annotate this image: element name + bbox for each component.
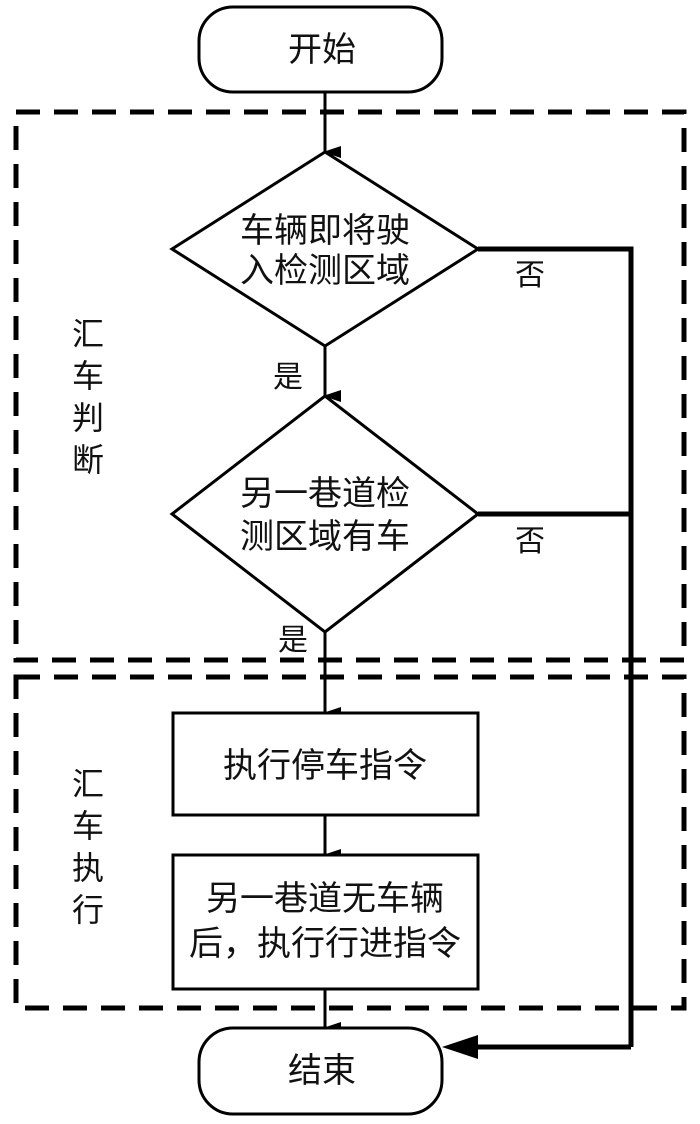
node-decision2: 另一巷道检 测区域有车 — [169, 394, 481, 634]
group-label-merge-judgment: 汇 车 判 断 — [72, 316, 104, 478]
node-process2-line1: 另一巷道无车辆 — [206, 880, 444, 918]
node-end: 结束 — [197, 1026, 444, 1116]
edge-decision1-no — [478, 246, 634, 1047]
node-start: 开始 — [197, 5, 444, 94]
node-process1: 执行停车指令 — [171, 711, 480, 817]
node-process2: 另一巷道无车辆 后，执行行进指令 — [171, 853, 480, 991]
group-label-merge-execution: 汇 车 执 行 — [72, 766, 104, 928]
edge-label-yes-1: 是 — [273, 361, 303, 394]
node-start-text: 开始 — [288, 31, 356, 69]
node-process1-text: 执行停车指令 — [223, 747, 427, 785]
edge-label-no-1: 否 — [515, 259, 545, 292]
group-label-char: 行 — [72, 892, 104, 928]
group-label-char: 车 — [72, 358, 104, 394]
node-decision1-line1: 车辆即将驶 — [240, 212, 410, 250]
node-decision1: 车辆即将驶 入检测区域 — [169, 150, 481, 348]
group-label-char: 汇 — [72, 766, 104, 802]
group-label-char: 汇 — [72, 316, 104, 352]
group-label-char: 判 — [72, 400, 104, 436]
node-decision2-line1: 另一巷道检 — [240, 475, 410, 513]
group-label-char: 断 — [72, 442, 104, 478]
node-decision2-line2: 测区域有车 — [240, 518, 410, 556]
group-box-merge-execution — [13, 674, 687, 1011]
node-end-text: 结束 — [288, 1052, 356, 1090]
group-label-char: 车 — [72, 808, 104, 844]
edge-label-yes-2: 是 — [278, 624, 308, 657]
edge-label-no-2: 否 — [515, 525, 545, 558]
arrowhead-rail-to-end — [442, 1035, 478, 1059]
node-process2-line2: 后，执行行进指令 — [189, 925, 461, 963]
group-label-char: 执 — [72, 850, 104, 886]
node-decision1-line2: 入检测区域 — [240, 252, 410, 290]
